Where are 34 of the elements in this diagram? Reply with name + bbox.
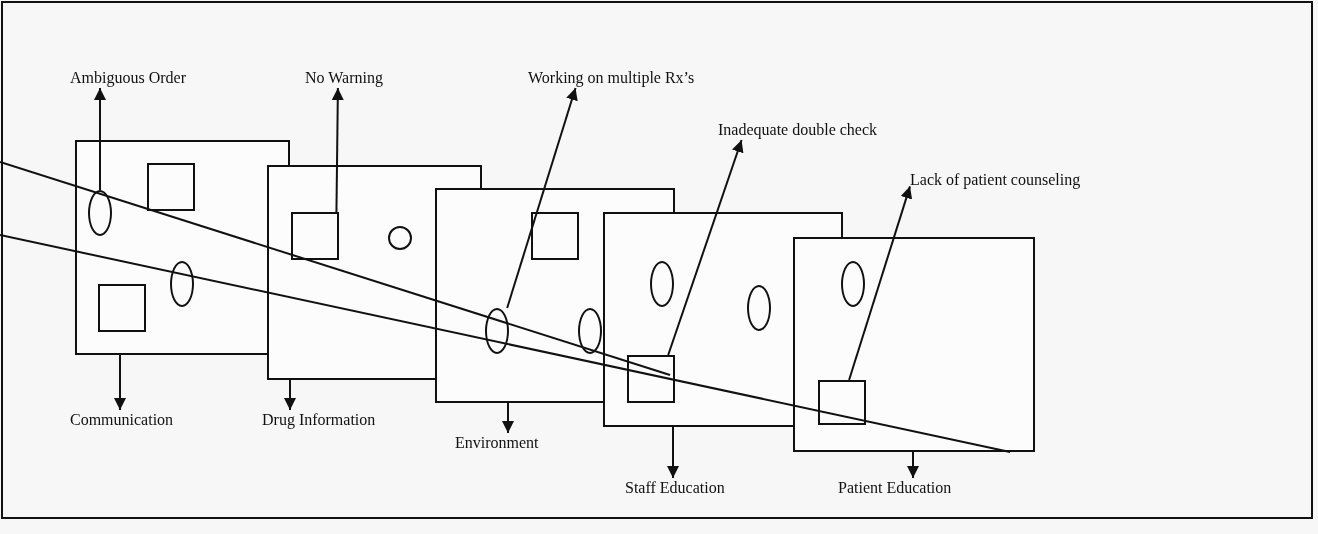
- defense-label: Staff Education: [625, 478, 725, 498]
- arrow: [284, 379, 296, 411]
- arrow: [114, 354, 126, 411]
- failure-label: Inadequate double check: [718, 120, 878, 140]
- oval-hole: [747, 285, 771, 331]
- square-hole: [291, 212, 339, 260]
- failure-label: No Warning: [305, 68, 383, 88]
- cheese-slice: [627, 355, 675, 403]
- arrow: [94, 87, 106, 191]
- oval-hole: [170, 261, 194, 307]
- arrow: [848, 185, 913, 381]
- square-hole: [98, 284, 146, 332]
- failure-label: Working on multiple Rx’s: [528, 68, 695, 88]
- oval-hole: [388, 226, 412, 250]
- square-hole: [531, 212, 579, 260]
- oval-hole: [841, 261, 865, 307]
- oval-hole: [578, 308, 602, 354]
- oval-hole: [88, 190, 112, 236]
- cheese-slice: [793, 237, 1035, 452]
- arrow: [907, 451, 919, 479]
- defense-label: Patient Education: [838, 478, 952, 498]
- square-hole: [818, 380, 866, 425]
- failure-label: Ambiguous Order: [70, 68, 186, 88]
- arrow: [506, 87, 578, 309]
- arrow: [667, 139, 744, 356]
- arrow: [667, 426, 679, 479]
- defense-label: Communication: [70, 410, 174, 430]
- arrow: [331, 87, 344, 213]
- defense-label: Drug Information: [262, 410, 376, 430]
- arrow: [502, 402, 514, 434]
- oval-hole: [485, 308, 509, 354]
- defense-label: Environment: [455, 433, 539, 453]
- failure-label: Lack of patient counseling: [910, 170, 1081, 190]
- square-hole: [147, 163, 195, 211]
